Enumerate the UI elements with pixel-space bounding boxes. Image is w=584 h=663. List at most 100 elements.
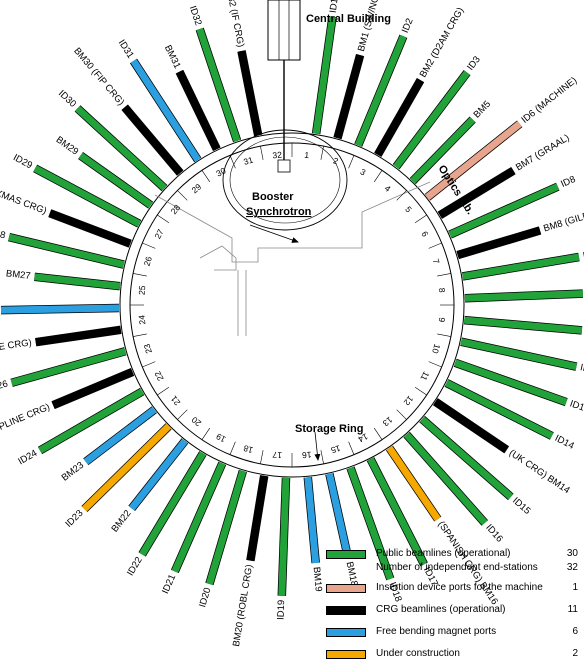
storage-ring-outer-edge xyxy=(119,132,465,478)
legend-row-end-stations: Number of independent end-stations 32 xyxy=(318,562,584,576)
beamline-bar-id17 xyxy=(367,457,428,566)
legend-label: Insertion device ports for the machine xyxy=(376,582,543,593)
sector-boundary xyxy=(142,242,156,249)
sector-number-2: 2 xyxy=(332,155,340,166)
sector-number-27: 27 xyxy=(152,227,165,240)
sector-number-31: 31 xyxy=(242,155,254,167)
sector-boundary xyxy=(348,155,355,169)
beamline-bar-id23 xyxy=(81,423,172,512)
beamline-bar-id22 xyxy=(139,451,206,557)
beamline-label-id12: ID12 xyxy=(579,362,584,377)
sector-number-12: 12 xyxy=(402,394,416,408)
sector-number-19: 19 xyxy=(214,431,227,444)
sector-number-32: 32 xyxy=(272,149,283,160)
beamline-label-bm8-gilda-crg: BM8 (GILDA CRG) xyxy=(542,201,584,235)
sector-number-30: 30 xyxy=(214,165,227,178)
sector-boundary xyxy=(201,170,211,183)
beamline-bar-id18 xyxy=(347,466,394,581)
beamline-label-uk-crg-bm14: (UK CRG) BM14 xyxy=(507,448,572,497)
beamline-label-id9: ID9 xyxy=(582,248,584,261)
sector-number-6: 6 xyxy=(419,230,430,239)
sector-boundary xyxy=(177,409,188,420)
beamline-label-id23: ID23 xyxy=(63,508,85,530)
sector-number-29: 29 xyxy=(189,181,203,195)
sector-number-9: 9 xyxy=(437,317,447,323)
beamline-label-id29: ID29 xyxy=(11,152,34,171)
beamline-bar-spanish-crg-bm16 xyxy=(386,446,441,522)
beamline-bar-bm23 xyxy=(83,406,157,465)
sector-boundary xyxy=(437,333,451,337)
beamline-label-id3: ID3 xyxy=(465,54,483,72)
sector-number-3: 3 xyxy=(359,167,368,178)
beamline-label-bm26-dubble-crg: BM26 (DUBBLE CRG) xyxy=(0,337,32,362)
sector-boundary xyxy=(133,273,147,277)
sector-number-8: 8 xyxy=(437,287,447,293)
beamline-label-id28: ID28 xyxy=(0,226,6,241)
sector-number-1: 1 xyxy=(304,150,310,160)
beamline-bar-bm31 xyxy=(176,70,220,151)
beamline-label-bm19: BM19 xyxy=(311,566,324,592)
beamline-bar-id32 xyxy=(196,27,241,143)
sector-number-25: 25 xyxy=(137,285,148,296)
beamline-label-bm30-fip-crg: BM30 (FIP CRG) xyxy=(71,46,126,108)
sector-boundary xyxy=(437,273,451,277)
sector-number-13: 13 xyxy=(381,415,395,429)
beamline-bar-id12 xyxy=(460,338,578,371)
sector-boundary xyxy=(201,427,211,440)
beamline-label-id19: ID19 xyxy=(276,600,288,620)
beamline-label-bm23: BM23 xyxy=(60,460,86,484)
booster-label-line2: Synchrotron xyxy=(246,206,312,218)
legend-row-machine: Insertion device ports for the machine 1 xyxy=(318,582,584,596)
sector-number-21: 21 xyxy=(168,394,182,408)
beamline-bar-id31 xyxy=(130,58,201,162)
sector-boundary xyxy=(373,170,383,183)
beamline-label-id15: ID15 xyxy=(510,495,532,517)
sector-boundary xyxy=(133,333,147,337)
beamline-bar-bm22 xyxy=(128,438,188,511)
booster-label-line1: Booster xyxy=(252,191,294,203)
beamline-label-id2: ID2 xyxy=(400,17,416,35)
beamline-label-id24: ID24 xyxy=(16,448,39,468)
beamline-label-id22: ID22 xyxy=(125,555,145,578)
sector-number-24: 24 xyxy=(136,314,147,325)
beamline-bar-bm5 xyxy=(410,117,476,184)
beamline-bar-id1 xyxy=(312,16,336,135)
sector-number-14: 14 xyxy=(356,431,369,444)
beamline-label-id1: ID1 xyxy=(328,0,341,14)
sector-boundary xyxy=(177,190,188,201)
sector-boundary xyxy=(396,190,407,201)
beamline-bar-id9 xyxy=(462,253,580,280)
sector-number-22: 22 xyxy=(152,369,165,382)
beamline-label-bm1-sw-nor-crg: BM1 (SW/NOR CRG) xyxy=(356,0,391,53)
beamline-bar-id21 xyxy=(171,461,226,573)
beamline-bar-id10 xyxy=(464,290,583,302)
legend-row-free-bm: Free bending magnet ports 6 xyxy=(318,626,584,640)
linac-block xyxy=(277,159,291,173)
central-building-label: Central Building xyxy=(306,13,391,25)
beamline-label-bm20-robl-crg: BM20 (ROBL CRG) xyxy=(231,564,255,648)
beamline-bar-id14 xyxy=(444,379,554,440)
beamline-label-bm28-xmas-crg: BM28 (XMAS CRG) xyxy=(0,177,48,217)
storage-ring-label: Storage Ring xyxy=(295,423,363,435)
legend-row-under-construction: Under construction 2 xyxy=(318,648,584,662)
sector-boundary xyxy=(260,146,264,160)
beamline-bar-bm7-graal xyxy=(438,167,516,219)
sector-boundary xyxy=(428,361,442,368)
legend-row-crg: CRG beamlines (operational) 11 xyxy=(318,604,584,618)
beamline-bar-id29 xyxy=(33,165,141,227)
legend-count: 6 xyxy=(572,626,578,637)
beamline-label-id16: ID16 xyxy=(483,522,505,544)
beamline-bar-bm8-gilda-crg xyxy=(456,227,542,259)
legend-count: 32 xyxy=(566,562,578,573)
beamline-bar-bm28-xmas-crg xyxy=(48,209,132,247)
sector-number-4: 4 xyxy=(383,183,393,194)
sector-number-28: 28 xyxy=(169,202,183,216)
sector-number-15: 15 xyxy=(329,443,341,455)
beamline-bar-bm27 xyxy=(34,273,121,290)
beamline-label-bm27: BM27 xyxy=(5,268,31,282)
beamline-bar-id20 xyxy=(206,469,247,585)
booster-inner-ring xyxy=(229,136,341,224)
beamline-bar-id13 xyxy=(453,359,568,406)
beamline-bar-id15 xyxy=(419,416,514,500)
